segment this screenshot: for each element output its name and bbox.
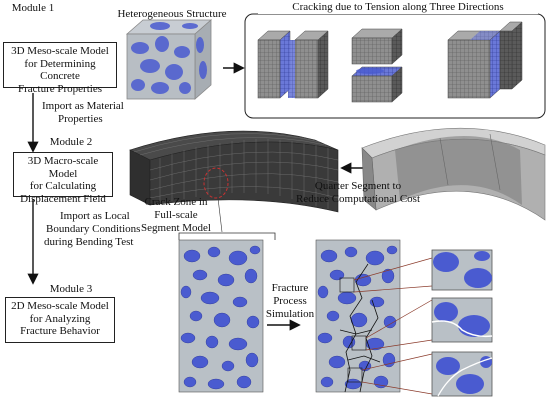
fracture-process-line2: Process [273, 295, 307, 307]
heterogeneous-cube [125, 19, 213, 100]
cracked-cube-b [351, 28, 403, 103]
quarter-segment-line2: Reduce Computational Cost [295, 193, 421, 205]
fracture-process-line1: Fracture [271, 282, 309, 294]
module1-line1: 3D Meso-scale Model [11, 45, 109, 57]
transition-m2-m3-line2: Boundary Conditions [46, 223, 141, 235]
transition-m2-m3-line3: during Bending Test [44, 236, 134, 248]
module1-line2: for Determining Concrete [24, 57, 96, 83]
quarter-segment-label: Quarter Segment to Reduce Computational … [286, 180, 430, 206]
module2-title: Module 2 [49, 136, 93, 148]
module2-line3: Displacement Field [20, 192, 106, 205]
fracture-process-line3: Simulation [265, 308, 315, 320]
meso-2d-panel-left [178, 239, 264, 393]
macro-mesh-segment [129, 130, 339, 213]
full-segment-arch [361, 127, 546, 221]
module3-line2: for Analyzing [29, 312, 91, 325]
transition-m1-m2-line2: Properties [58, 113, 103, 125]
cracked-cube-a [257, 30, 329, 99]
crack-zone-bracket [178, 232, 276, 240]
module2-line2: for Calculating [29, 180, 97, 192]
module1-line3: Fracture Properties [18, 82, 102, 95]
module2-line1: 3D Macro-scale Model [27, 155, 99, 180]
cracking-box [244, 13, 546, 119]
fracture-process-label: Fracture Process Simulation [264, 282, 316, 321]
zoom-box-2 [431, 297, 493, 343]
quarter-segment-line1: Quarter Segment to [314, 180, 402, 192]
module3-title: Module 3 [49, 283, 93, 295]
module2-box: 3D Macro-scale Model for Calculating Dis… [13, 152, 113, 205]
crack-zone-line1: Crack Zone in [144, 196, 208, 208]
transition-m2-m3: Import as Local Boundary Conditions duri… [42, 210, 158, 249]
cracking-label: Cracking due to Tension along Three Dire… [258, 1, 538, 14]
meso-2d-panel-right [315, 239, 401, 393]
module1-box: 3D Meso-scale Model for Determining Conc… [3, 42, 117, 95]
module3-line1: 2D Meso-scale Model [11, 300, 109, 312]
crack-zone-marker [203, 167, 229, 199]
module1-title: Module 1 [11, 2, 55, 14]
heterogeneous-label: Heterogeneous Structure [117, 8, 227, 20]
crack-zone-label: Crack Zone in Full-scale Segment Model [140, 196, 212, 235]
transition-m2-m3-line1: Import as Local [60, 210, 130, 222]
cracked-cube-c [447, 21, 523, 99]
module3-box: 2D Meso-scale Model for Analyzing Fractu… [5, 297, 115, 343]
crack-zone-line3: Segment Model [141, 222, 211, 234]
transition-m1-m2: Import as Material Properties [42, 100, 146, 126]
module3-line3: Fracture Behavior [20, 325, 100, 337]
zoom-box-1 [431, 249, 493, 291]
zoom-box-3 [431, 351, 493, 397]
crack-zone-line2: Full-scale [154, 209, 198, 221]
transition-m1-m2-line1: Import as Material [42, 100, 124, 112]
